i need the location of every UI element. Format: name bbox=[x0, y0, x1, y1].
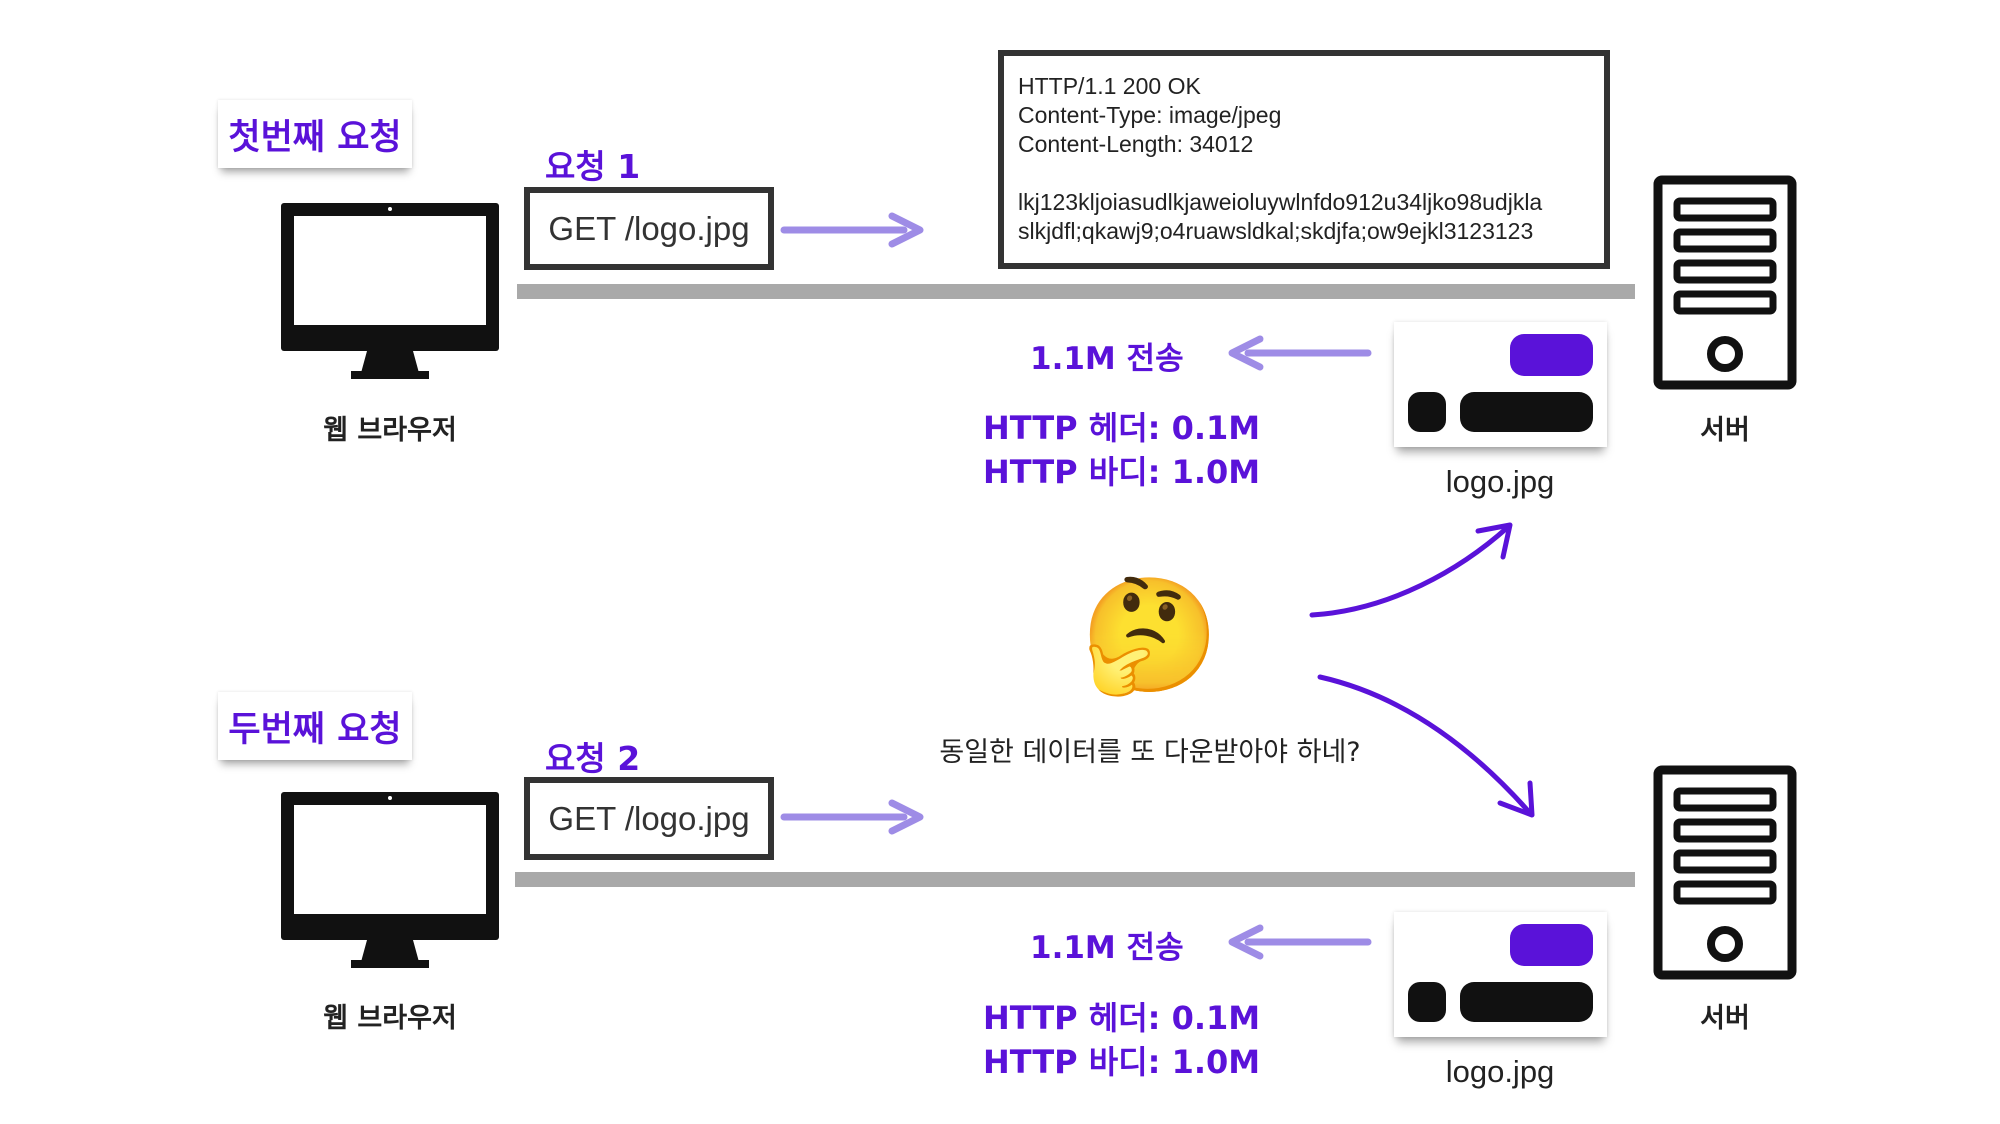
response-message-box: HTTP/1.1 200 OK Content-Type: image/jpeg… bbox=[998, 50, 1610, 269]
monitor-icon bbox=[281, 792, 499, 968]
image-file-icon bbox=[1408, 334, 1593, 432]
request-label: 요청 1 bbox=[545, 147, 641, 186]
arrow-left-icon bbox=[1228, 335, 1372, 371]
arrow-left-icon bbox=[1228, 924, 1372, 960]
arrow-right-icon bbox=[780, 212, 924, 248]
server-icon bbox=[1653, 765, 1797, 980]
response-line: Content-Length: 34012 bbox=[1018, 131, 1254, 157]
response-line: slkjdfl;qkawj9;o4ruawsldkal;skdjfa;ow9ej… bbox=[1018, 218, 1534, 244]
monitor-icon bbox=[281, 203, 499, 379]
file-name: logo.jpg bbox=[1445, 1054, 1555, 1089]
client-label: 웹 브라우저 bbox=[323, 415, 457, 446]
header-size: HTTP 헤더: 0.1M bbox=[983, 999, 1261, 1037]
network-line bbox=[517, 284, 1635, 299]
header-size: HTTP 헤더: 0.1M bbox=[983, 409, 1261, 447]
transfer-label: 1.1M 전송 bbox=[1030, 341, 1184, 377]
request-box: GET /logo.jpg bbox=[524, 777, 774, 860]
request-label: 요청 2 bbox=[545, 739, 641, 778]
body-size: HTTP 바디: 1.0M bbox=[983, 453, 1261, 491]
network-line bbox=[515, 872, 1635, 887]
response-line: HTTP/1.1 200 OK bbox=[1018, 73, 1201, 99]
curved-arrow-icon bbox=[1309, 522, 1535, 818]
arrow-right-icon bbox=[780, 799, 924, 835]
image-file-card bbox=[1394, 322, 1607, 447]
file-name: logo.jpg bbox=[1445, 464, 1555, 499]
second-request-note: 두번째 요청 bbox=[218, 692, 412, 760]
server-icon bbox=[1653, 175, 1797, 390]
request-line: GET /logo.jpg bbox=[548, 799, 750, 837]
body-size: HTTP 바디: 1.0M bbox=[983, 1043, 1261, 1081]
request-line: GET /logo.jpg bbox=[548, 209, 750, 247]
response-line: Content-Type: image/jpeg bbox=[1018, 102, 1282, 128]
server-label: 서버 bbox=[1700, 1003, 1750, 1034]
image-file-card bbox=[1394, 912, 1607, 1037]
transfer-label: 1.1M 전송 bbox=[1030, 930, 1184, 966]
image-file-icon bbox=[1408, 924, 1593, 1022]
response-line bbox=[1018, 159, 1590, 188]
client-label: 웹 브라우저 bbox=[323, 1003, 457, 1034]
server-label: 서버 bbox=[1700, 415, 1750, 446]
request-box: GET /logo.jpg bbox=[524, 187, 774, 270]
response-line: lkj123kljoiasudlkjaweioluywlnfdo912u34lj… bbox=[1018, 189, 1543, 215]
first-request-note: 첫번째 요청 bbox=[218, 100, 412, 168]
thinking-face-icon: 🤔 bbox=[1080, 571, 1220, 701]
question-text: 동일한 데이터를 또 다운받아야 하네? bbox=[939, 737, 1361, 768]
